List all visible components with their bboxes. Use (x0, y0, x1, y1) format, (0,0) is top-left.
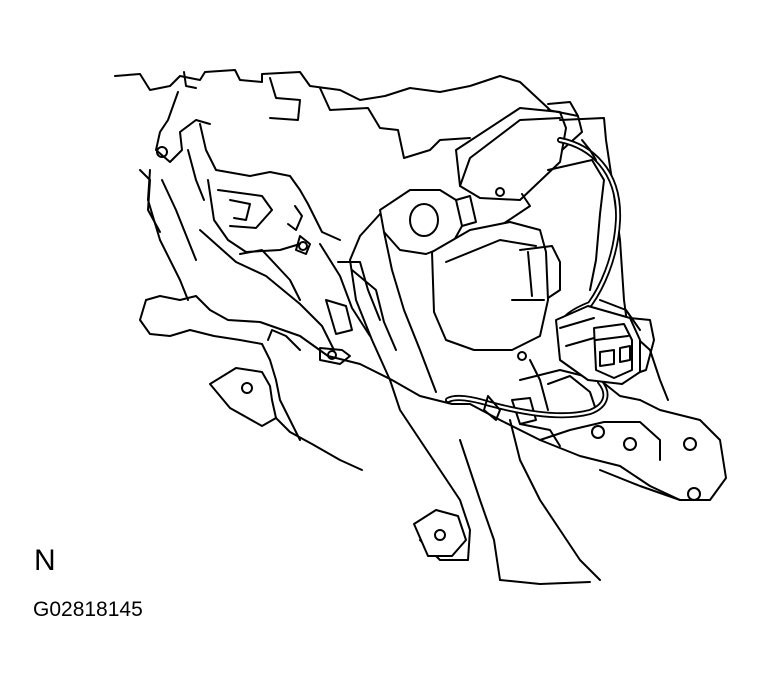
control-module (431, 117, 629, 351)
relay-cover (455, 107, 583, 227)
right-panel-edge (547, 101, 597, 161)
figure-code: G02818145 (33, 598, 143, 621)
upper-housing (114, 69, 561, 301)
left-flange (139, 149, 205, 261)
left-rail (199, 229, 397, 351)
connector (555, 305, 655, 385)
pivot-bracket (349, 189, 477, 393)
lower-bracket (139, 295, 727, 585)
orientation-label: N (34, 544, 56, 577)
